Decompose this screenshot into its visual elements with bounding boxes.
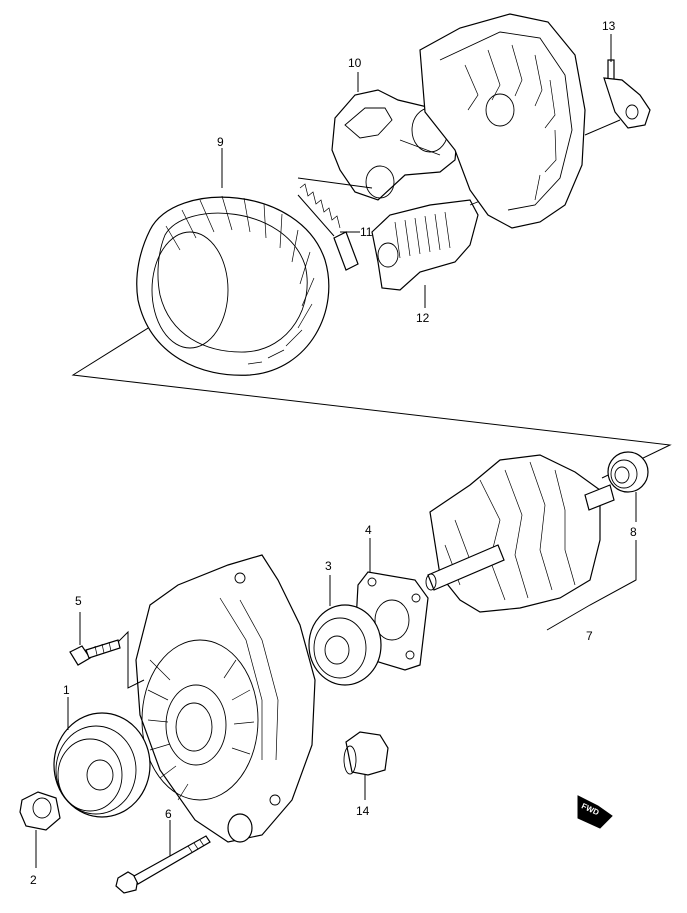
part-5-bolt <box>69 639 121 666</box>
callout-9: 9 <box>217 135 224 149</box>
part-7-rotor <box>425 454 615 613</box>
part-1-pulley <box>53 712 151 818</box>
fwd-arrow-icon: FWD <box>577 795 613 829</box>
leader-7 <box>546 540 637 631</box>
part-3-front-bearing <box>308 604 382 686</box>
front-housing <box>135 554 316 843</box>
part-13-terminal <box>603 59 651 129</box>
part-8-bearing <box>607 451 649 493</box>
callout-11: 11 <box>360 225 373 239</box>
callout-4: 4 <box>365 523 372 537</box>
callout-13: 13 <box>602 19 616 33</box>
callout-7: 7 <box>586 629 593 643</box>
part-9-stator <box>136 195 330 376</box>
part-12-rectifier <box>371 194 496 291</box>
callout-8: 8 <box>630 525 637 539</box>
rear-housing <box>419 13 586 229</box>
callout-14: 14 <box>356 804 370 818</box>
callout-2: 2 <box>30 873 37 887</box>
assembly-line-5 <box>117 630 145 689</box>
callout-1: 1 <box>63 683 70 697</box>
callout-3: 3 <box>325 559 332 573</box>
part-14-bushing <box>343 731 389 776</box>
callout-10: 10 <box>348 56 362 70</box>
part-11-spring-brush <box>297 177 373 271</box>
leader-13b <box>584 119 621 136</box>
callout-6: 6 <box>165 807 172 821</box>
part-2-nut <box>19 791 61 831</box>
callout-5: 5 <box>75 594 82 608</box>
part-6-through-bolt <box>115 835 211 894</box>
callout-12: 12 <box>416 311 430 325</box>
